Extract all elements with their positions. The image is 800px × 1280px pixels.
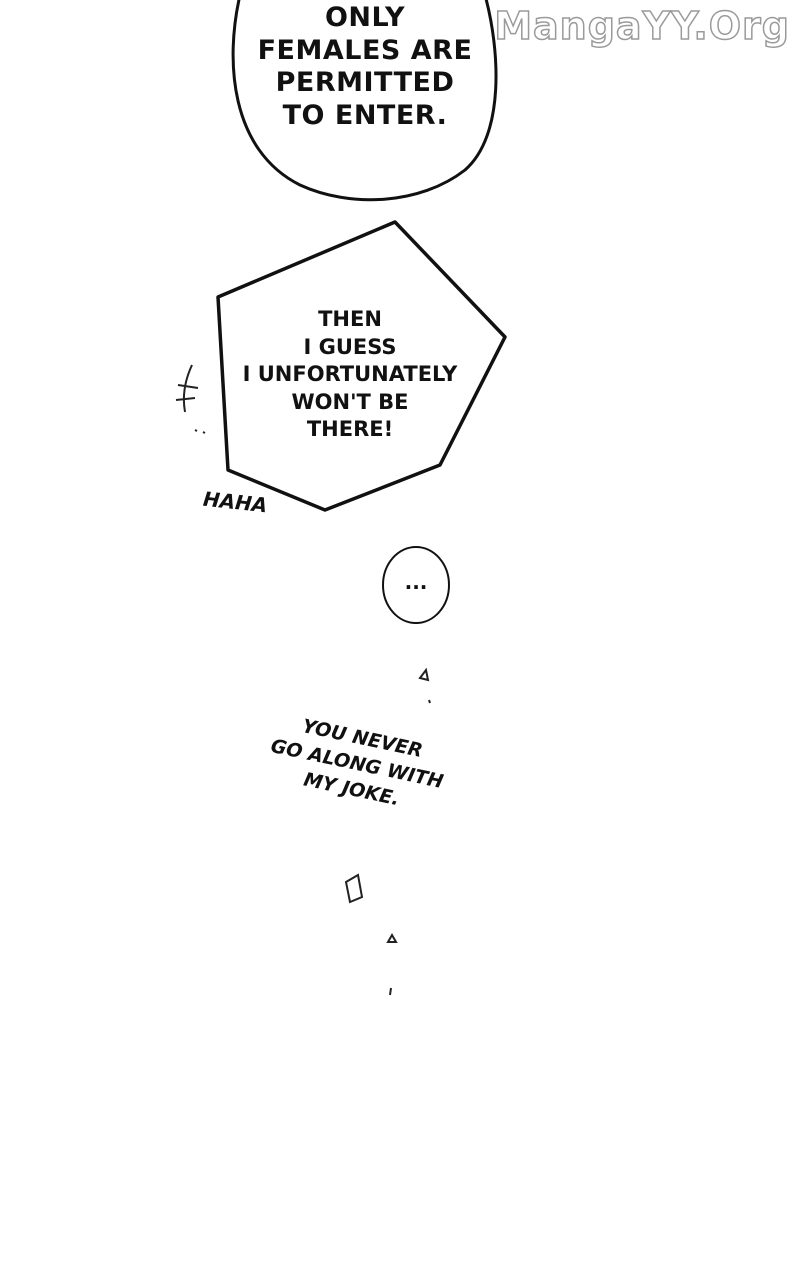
text-line: TO ENTER. <box>282 99 448 131</box>
text-line: FEMALES ARE <box>257 34 473 66</box>
text-line: I GUESS <box>303 334 397 359</box>
bubble-3-text: ... <box>404 570 428 594</box>
bubble-1-text: ONLY FEMALES ARE PERMITTED TO ENTER. <box>235 2 495 132</box>
bubble-2-text: THEN I GUESS I UNFORTUNATELY WON'T BE TH… <box>225 306 475 444</box>
sfx-marks <box>175 364 431 996</box>
text-line: THEN <box>318 307 382 331</box>
pentagon-bubble <box>216 220 507 512</box>
text-line: PERMITTED <box>275 67 455 98</box>
text-line: WON'T BE <box>291 389 409 414</box>
text-line: I UNFORTUNATELY <box>242 362 458 386</box>
text-line: ONLY <box>324 2 406 33</box>
oval-bubble <box>231 0 498 202</box>
text-line: THERE! <box>306 417 394 441</box>
watermark: MangaYY.Org <box>493 3 790 49</box>
small-bubble <box>382 546 450 624</box>
